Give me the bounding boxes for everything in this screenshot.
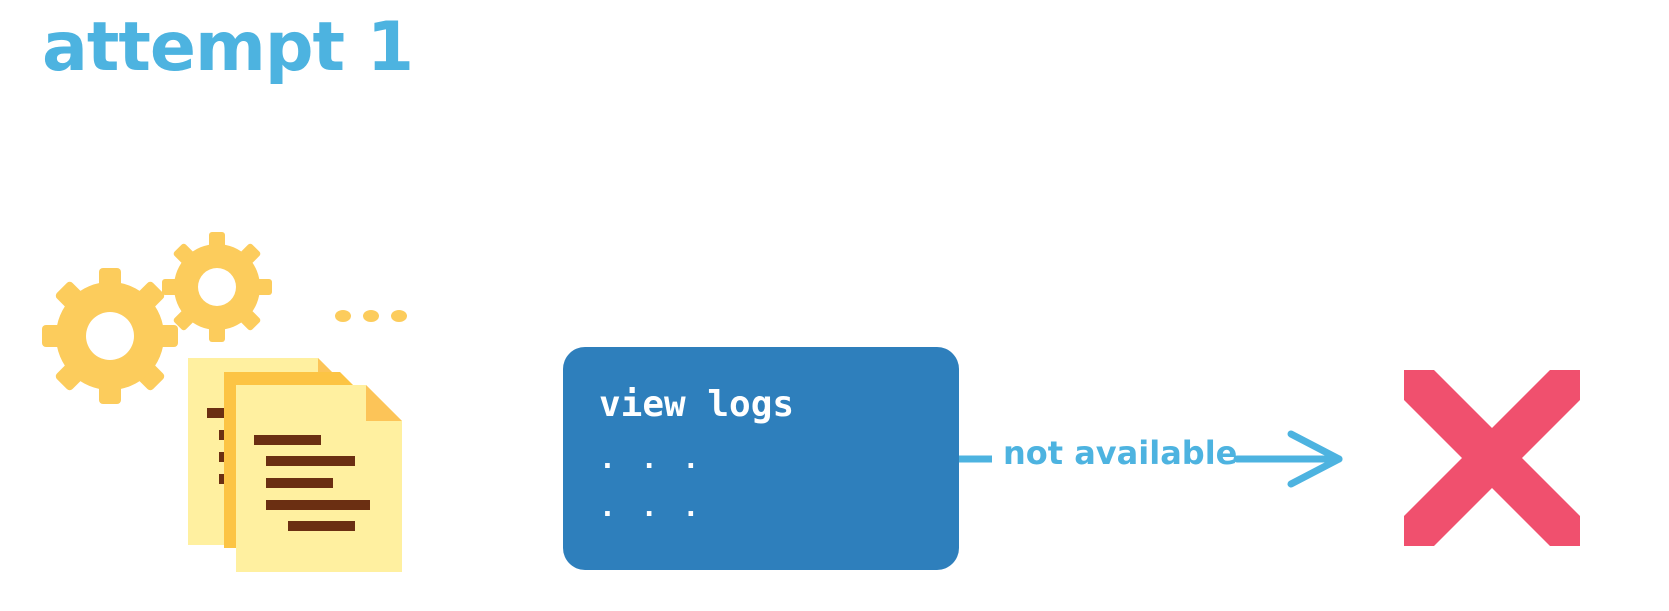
small-gear-icon: [162, 232, 272, 342]
page-title: attempt 1: [42, 8, 414, 87]
cross-icon: [1404, 370, 1580, 546]
log-files-icon: [188, 358, 402, 572]
front-document: [236, 385, 402, 572]
connector-arrow: [959, 430, 1343, 488]
gears-icon: [42, 232, 272, 404]
command-text: view logs: [599, 384, 795, 425]
output-line: . . .: [599, 490, 704, 523]
connector-label: not available: [1003, 434, 1238, 472]
output-line: . . .: [599, 442, 704, 475]
view-logs-box: view logs . . . . . .: [563, 347, 959, 570]
ellipsis-icon: [335, 310, 407, 322]
large-gear-icon: [42, 268, 178, 404]
